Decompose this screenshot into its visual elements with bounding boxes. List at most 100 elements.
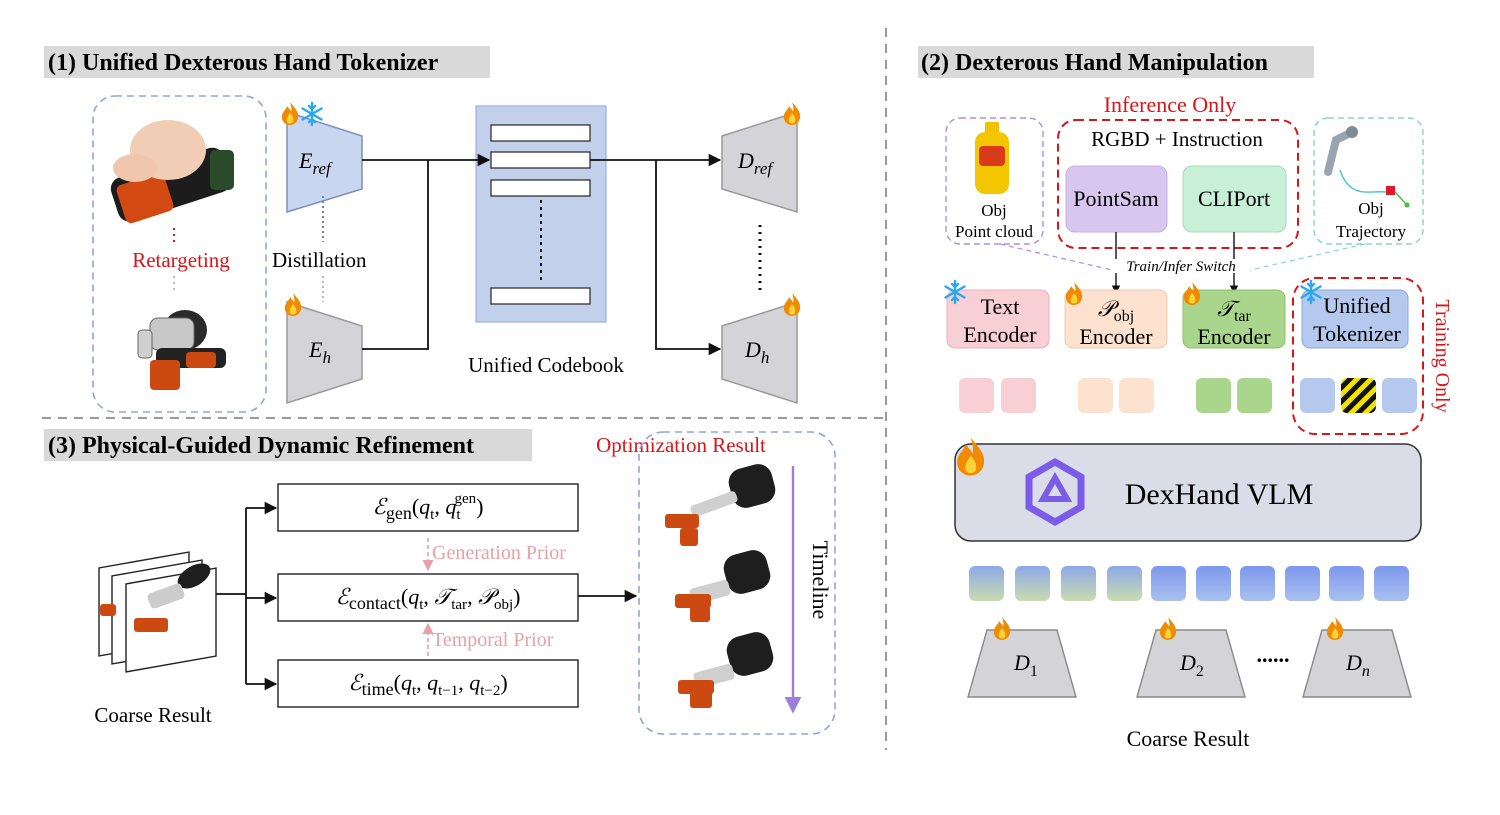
output-token <box>1329 566 1364 601</box>
fire-icon <box>1065 282 1083 305</box>
obj-point-cloud-box <box>945 117 1044 245</box>
e-ref-symbol: E <box>298 148 313 173</box>
optimization-result-label: Optimization Result <box>596 433 766 457</box>
pobj-token <box>1078 378 1113 413</box>
e-h-encoder <box>286 300 363 405</box>
fire-icon <box>284 293 302 316</box>
decoder-n <box>1302 629 1412 698</box>
svg-text:Eh: Eh <box>308 337 331 367</box>
obj-point-cloud-line2: Point cloud <box>955 222 1033 241</box>
generation-prior-label: Generation Prior <box>432 542 566 564</box>
robot-hand-drill-illustration <box>137 310 226 390</box>
decoder-n-subscript: n <box>1362 663 1370 680</box>
pobj-token <box>1119 378 1154 413</box>
svg-text:D2: D2 <box>1179 650 1204 680</box>
energy-gen-term: ℰgen(qt, qtgen) <box>373 491 484 523</box>
energy-time-term: ℰtime(qt, qt−1, qt−2) <box>348 670 507 699</box>
human-hand-drill-illustration <box>110 120 234 224</box>
fire-icon <box>281 102 299 125</box>
retargeting-label: Retargeting <box>132 248 230 272</box>
e-h-symbol: E <box>308 337 323 362</box>
d-ref-subscript: ref <box>754 159 775 178</box>
hand-input-box <box>92 95 267 413</box>
ttar-encoder-label: Encoder <box>1197 324 1271 349</box>
text-encoder-line1: Text <box>981 294 1020 319</box>
section3-title-bg <box>44 429 532 461</box>
energy-time-box <box>277 659 579 708</box>
output-token <box>1240 566 1275 601</box>
pobj-encoder-box <box>1064 289 1168 349</box>
d-h-decoder <box>721 300 798 405</box>
e-ref-encoder <box>286 110 363 214</box>
ttar-encoder-box <box>1182 289 1286 349</box>
svg-text:Dref: Dref <box>737 148 774 178</box>
qwen-logo-icon <box>1025 457 1085 527</box>
unified-tokenizer-line2: Tokenizer <box>1313 321 1401 346</box>
obj-trajectory-line1: Obj <box>1358 199 1384 218</box>
svg-text:D1: D1 <box>1013 650 1038 680</box>
timeline-label: Timeline <box>808 541 833 620</box>
train-infer-switch-label: Train/Infer Switch <box>1126 259 1236 275</box>
output-token <box>1061 566 1096 601</box>
d-ref-symbol: D <box>737 148 754 173</box>
fire-icon <box>783 102 801 125</box>
fire-icon <box>1183 282 1201 305</box>
text-encoder-box <box>946 289 1050 349</box>
text-encoder-line2: Encoder <box>963 322 1037 347</box>
distillation-label: Distillation <box>272 248 367 272</box>
svg-text:Eref: Eref <box>298 148 333 178</box>
decoder-1 <box>967 629 1077 698</box>
dexhand-vlm-label: DexHand VLM <box>1125 478 1314 511</box>
training-only-box <box>1292 277 1424 435</box>
inference-only-box <box>1057 119 1299 249</box>
training-only-label: Training Only <box>1431 299 1453 412</box>
output-token <box>1374 566 1409 601</box>
energy-contact-term: ℰcontact(qt, 𝒯tar, 𝒫obj) <box>336 584 521 613</box>
svg-text:Dh: Dh <box>744 337 769 367</box>
section3-title: (3) Physical-Guided Dynamic Refinement <box>48 433 474 459</box>
section1-title: (1) Unified Dexterous Hand Tokenizer <box>48 50 439 76</box>
refined-hand-frame <box>675 550 771 622</box>
decoder-1-symbol: D <box>1013 650 1030 675</box>
svg-text:Dn: Dn <box>1345 650 1370 680</box>
cliport-label: CLIPort <box>1198 186 1270 211</box>
codebook-entry <box>490 179 591 197</box>
obj-point-cloud-line1: Obj <box>981 201 1007 220</box>
coarse-result-label-s3: Coarse Result <box>94 703 211 727</box>
d-h-subscript: h <box>761 348 770 367</box>
robot-arm-icon <box>1324 126 1410 208</box>
coarse-result-label-s2: Coarse Result <box>1127 726 1250 751</box>
fire-icon <box>993 617 1011 640</box>
inference-only-label: Inference Only <box>1104 92 1237 117</box>
section2-title: (2) Dexterous Hand Manipulation <box>921 50 1268 76</box>
output-token <box>1015 566 1050 601</box>
hand-token <box>1382 378 1417 413</box>
energy-contact-box <box>277 573 579 622</box>
section1-title-bg <box>44 46 490 78</box>
fire-icon <box>1326 617 1344 640</box>
optimization-result-box <box>638 431 836 735</box>
mustard-bottle-icon <box>975 122 1009 194</box>
output-token <box>1196 566 1231 601</box>
codebook-label: Unified Codebook <box>468 353 624 377</box>
d-ref-decoder <box>721 110 798 214</box>
decoder-2-symbol: D <box>1179 650 1196 675</box>
fire-icon <box>783 293 801 316</box>
ttar-token <box>1196 378 1231 413</box>
rgbd-instruction-label: RGBD + Instruction <box>1091 127 1263 151</box>
codebook-entry <box>490 124 591 142</box>
d-h-symbol: D <box>744 337 761 362</box>
obj-trajectory-line2: Trajectory <box>1336 222 1407 241</box>
ttar-subscript: tar <box>1234 308 1252 325</box>
decoder-2-subscript: 2 <box>1196 663 1204 680</box>
text-token <box>1001 378 1036 413</box>
temporal-prior-label: Temporal Prior <box>432 629 554 651</box>
decoder-ellipsis: ...... <box>1257 642 1290 667</box>
section2-title-bg <box>918 46 1314 78</box>
codebook-entry <box>490 151 591 169</box>
unified-tokenizer-box <box>1301 289 1409 349</box>
energy-gen-box <box>277 483 579 532</box>
e-ref-subscript: ref <box>312 159 333 178</box>
masked-hand-token <box>1341 378 1376 413</box>
